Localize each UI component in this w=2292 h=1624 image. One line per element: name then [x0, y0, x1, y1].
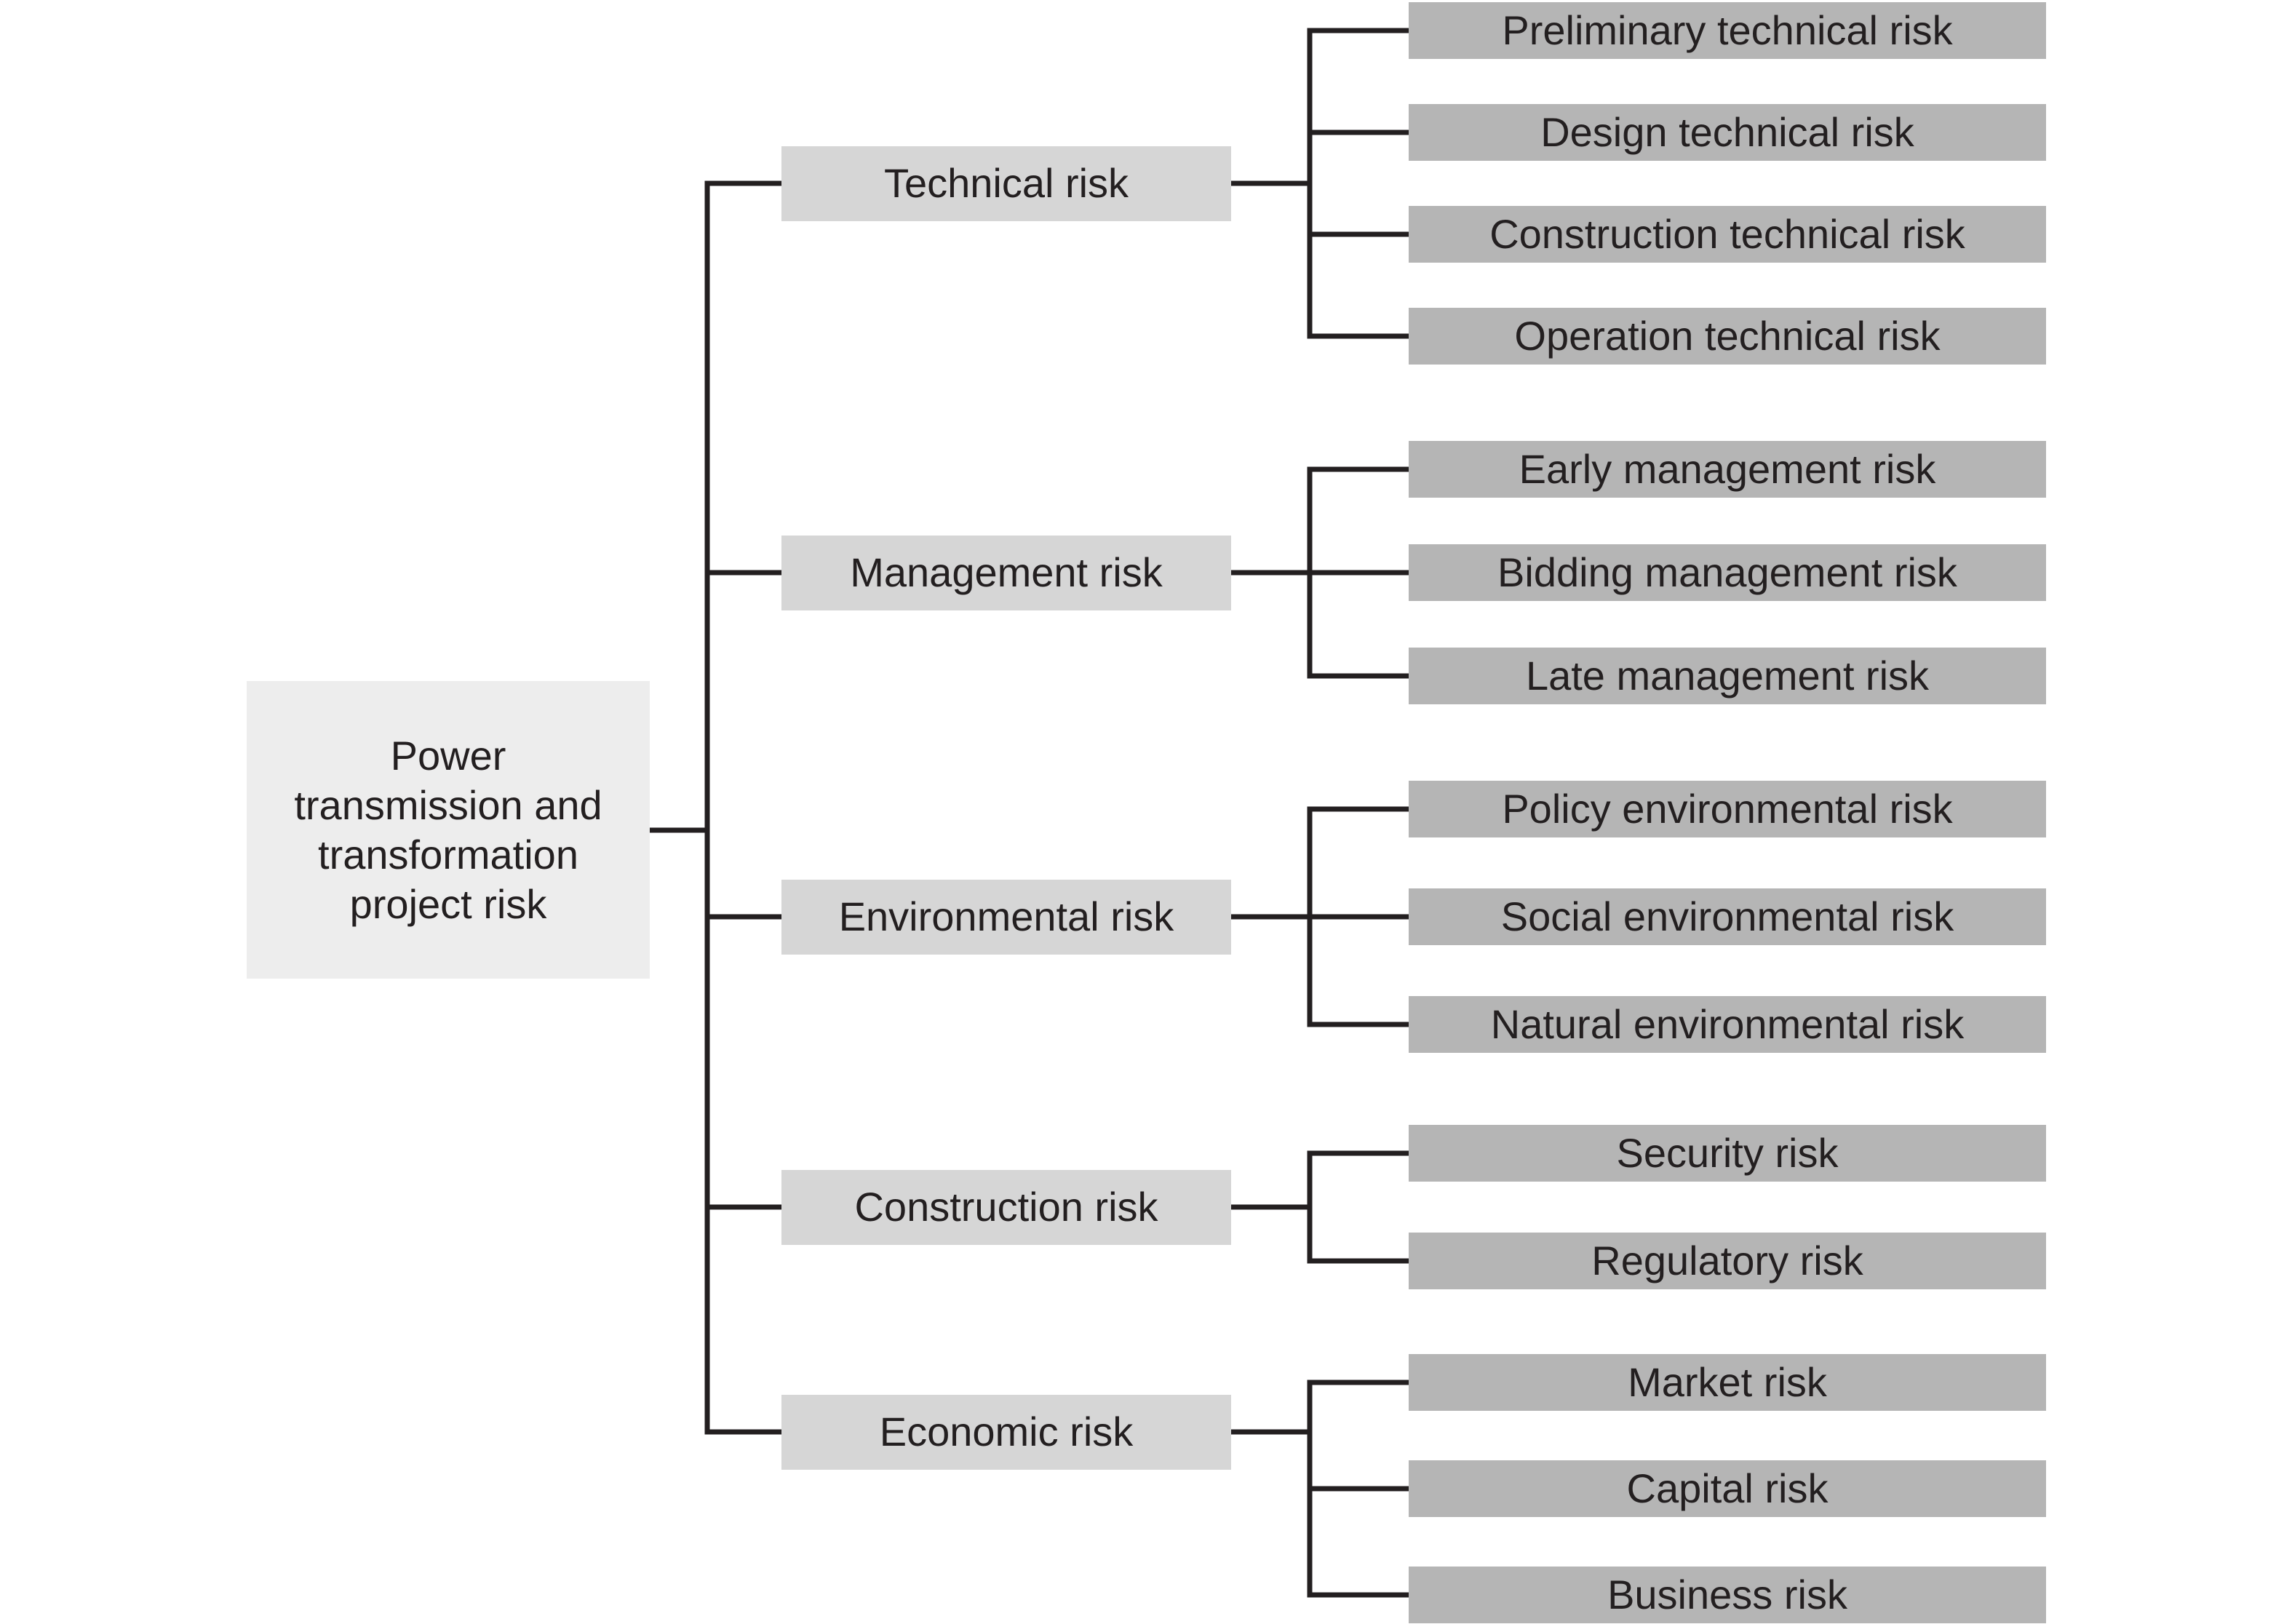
- branch-node-economic-risk: Economic risk: [781, 1394, 1231, 1470]
- leaf-node-construction-technical-risk: Construction technical risk: [1409, 206, 2046, 263]
- leaf-node-social-environmental-risk: Social environmental risk: [1409, 888, 2046, 945]
- leaf-node-security-risk: Security risk: [1409, 1125, 2046, 1182]
- leaf-node-operation-technical-risk: Operation technical risk: [1409, 308, 2046, 365]
- branch-node-environmental-risk: Environmental risk: [781, 879, 1231, 955]
- leaf-node-early-management-risk: Early management risk: [1409, 441, 2046, 498]
- root-node-label-line: transmission and: [294, 781, 602, 828]
- leaf-node-design-technical-risk: Design technical risk: [1409, 104, 2046, 161]
- root-node-label-line: transformation: [318, 831, 578, 877]
- leaf-node-regulatory-risk: Regulatory risk: [1409, 1233, 2046, 1289]
- branch-node-technical-risk: Technical risk: [781, 146, 1231, 221]
- leaf-node-preliminary-technical-risk: Preliminary technical risk: [1409, 2, 2046, 59]
- branch-node-management-risk: Management risk: [781, 535, 1231, 610]
- leaf-node-capital-risk: Capital risk: [1409, 1460, 2046, 1517]
- root-node-label-line: Power: [390, 732, 506, 779]
- leaf-node-bidding-management-risk: Bidding management risk: [1409, 544, 2046, 601]
- leaf-node-market-risk: Market risk: [1409, 1354, 2046, 1411]
- leaf-node-policy-environmental-risk: Policy environmental risk: [1409, 781, 2046, 837]
- leaf-node-natural-environmental-risk: Natural environmental risk: [1409, 996, 2046, 1053]
- branch-node-construction-risk: Construction risk: [781, 1169, 1231, 1245]
- root-node-label-line: project risk: [349, 880, 547, 927]
- leaf-node-late-management-risk: Late management risk: [1409, 648, 2046, 704]
- leaf-node-business-risk: Business risk: [1409, 1567, 2046, 1623]
